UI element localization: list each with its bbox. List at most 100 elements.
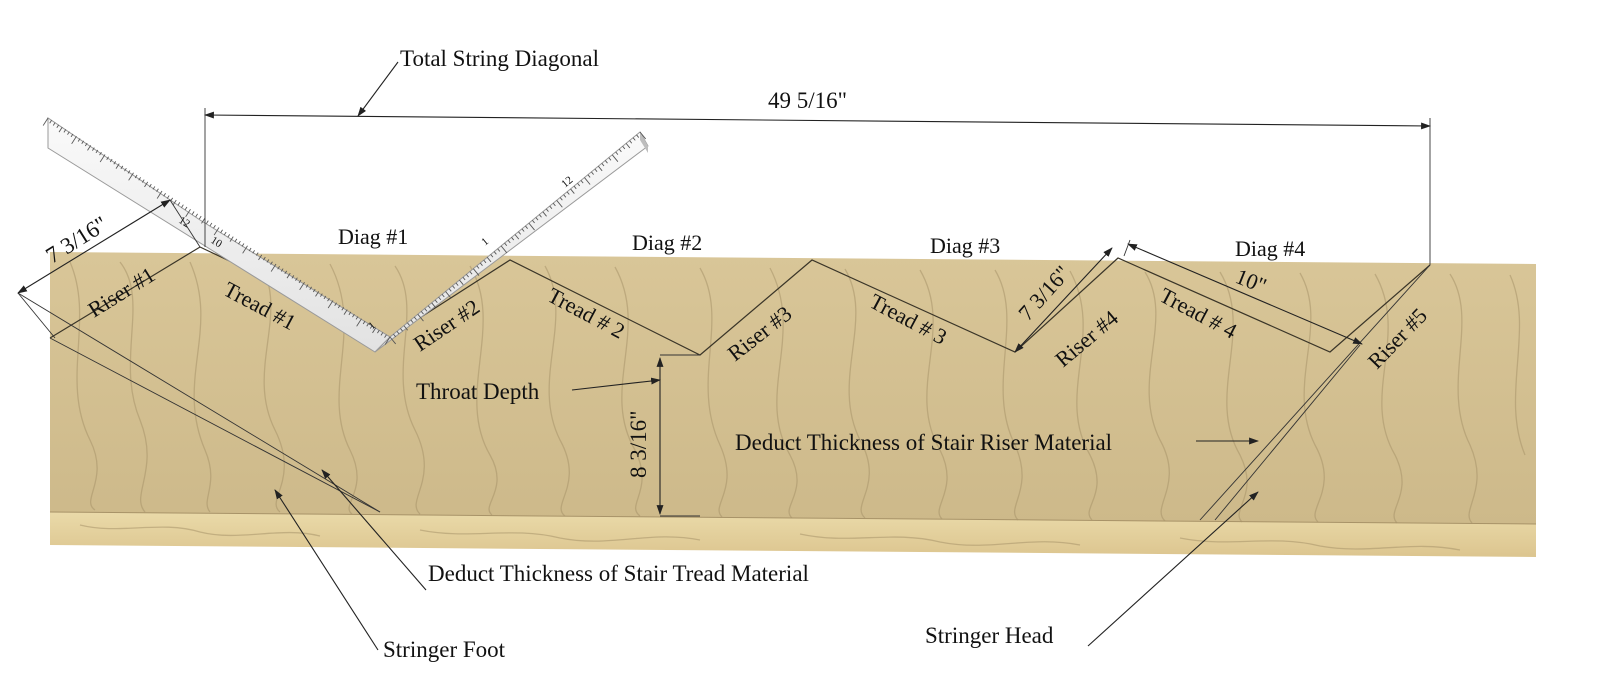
- square-tick: [255, 252, 259, 256]
- diag-4-label: Diag #4: [1235, 236, 1305, 261]
- square-tick: [455, 282, 459, 286]
- square-tongue-edge: [640, 132, 648, 153]
- square-tick: [184, 206, 188, 211]
- square-tick: [372, 327, 377, 334]
- square-tick: [618, 148, 622, 153]
- square-tick: [238, 240, 241, 245]
- square-tick: [99, 151, 102, 156]
- square-tick: [134, 174, 138, 179]
- square-tick: [138, 177, 142, 181]
- square-tick: [170, 197, 174, 202]
- total-diagonal-leader: [357, 61, 399, 117]
- square-tick: [448, 288, 452, 292]
- square-tick: [591, 171, 594, 175]
- square-tick: [295, 277, 298, 281]
- board-edge-line: [49, 511, 1537, 525]
- square-tick: [58, 126, 63, 133]
- tread-run-ext: [1123, 239, 1131, 257]
- riser-deduct-line: [1214, 344, 1361, 521]
- square-tick: [298, 279, 302, 284]
- square-tick: [124, 167, 127, 172]
- square-tick: [312, 288, 316, 293]
- square-tick: [625, 143, 631, 149]
- square-tick: [291, 275, 295, 279]
- wood-grain: [69, 261, 1526, 551]
- square-tick: [209, 222, 213, 227]
- square-tick: [286, 272, 291, 279]
- square-tick: [284, 270, 288, 275]
- square-tick: [220, 229, 223, 233]
- square-tick: [223, 231, 227, 236]
- square-tick: [198, 215, 202, 220]
- square-tick: [355, 316, 359, 320]
- square-tick: [566, 191, 570, 195]
- square-tick: [92, 147, 95, 151]
- square-ticks: [42, 117, 647, 345]
- diag-2-label: Diag #2: [632, 230, 702, 255]
- square-tick: [632, 137, 636, 141]
- square-tick: [252, 250, 256, 254]
- square-tick: [369, 325, 373, 329]
- square-tick: [490, 254, 494, 258]
- framing-square: 12 10 1 12 1: [42, 117, 649, 353]
- square-tick: [258, 254, 263, 261]
- square-tick: [604, 160, 608, 164]
- total-length-label: 49 5/16": [768, 88, 847, 113]
- stringer-head-cut: [1199, 264, 1431, 521]
- square-tick: [410, 319, 414, 323]
- square-tick: [56, 124, 60, 129]
- square-tick: [452, 285, 456, 289]
- square-tick: [149, 183, 152, 188]
- square-tick: [594, 168, 598, 172]
- square-tick: [113, 161, 117, 165]
- square-tick: [525, 225, 528, 229]
- square-tick: [615, 151, 619, 155]
- square-tick: [493, 251, 497, 255]
- square-tick: [573, 185, 577, 190]
- square-tick: [393, 333, 397, 338]
- square-tick: [106, 156, 109, 160]
- square-tick: [67, 131, 70, 135]
- square-tick: [191, 211, 195, 215]
- square-tick: [559, 197, 563, 201]
- square-tick: [152, 186, 156, 190]
- square-tick: [507, 239, 511, 244]
- square-tick: [348, 311, 352, 316]
- stringer-head-leader: [1087, 491, 1259, 647]
- square-tick: [185, 209, 191, 218]
- stringer-foot-leader: [274, 489, 379, 651]
- dimensions: [17, 61, 1431, 651]
- square-tick: [277, 266, 280, 270]
- square-tick: [577, 182, 581, 187]
- riser-dim-left-ext: [169, 199, 201, 248]
- square-tick: [201, 218, 206, 224]
- square-tick: [343, 309, 348, 315]
- square-tick: [323, 295, 327, 300]
- stringer-head-label: Stringer Head: [925, 623, 1054, 648]
- square-tick: [570, 188, 575, 194]
- square-tick: [427, 305, 431, 309]
- square-tick: [584, 177, 591, 185]
- square-tick: [556, 200, 563, 208]
- square-tick: [413, 316, 417, 321]
- square-tick: [400, 328, 403, 332]
- deduct-tread-line: [17, 292, 381, 513]
- square-tick: [514, 234, 520, 240]
- riser-dim-mid-line: [1014, 247, 1113, 353]
- board-face: [50, 252, 1536, 524]
- square-tick: [81, 140, 85, 144]
- square-tick: [213, 227, 220, 236]
- square-tick: [380, 332, 384, 336]
- square-tick: [424, 308, 428, 312]
- square-tick: [377, 329, 380, 334]
- square-tick: [206, 220, 209, 224]
- square-tick: [241, 243, 245, 247]
- square-tick: [95, 149, 99, 154]
- diag-1-label: Diag #1: [338, 224, 408, 249]
- square-tick: [248, 247, 252, 252]
- square-tick: [156, 190, 163, 199]
- square-tick: [84, 142, 88, 147]
- square-tick: [521, 228, 525, 232]
- square-tick: [552, 202, 556, 207]
